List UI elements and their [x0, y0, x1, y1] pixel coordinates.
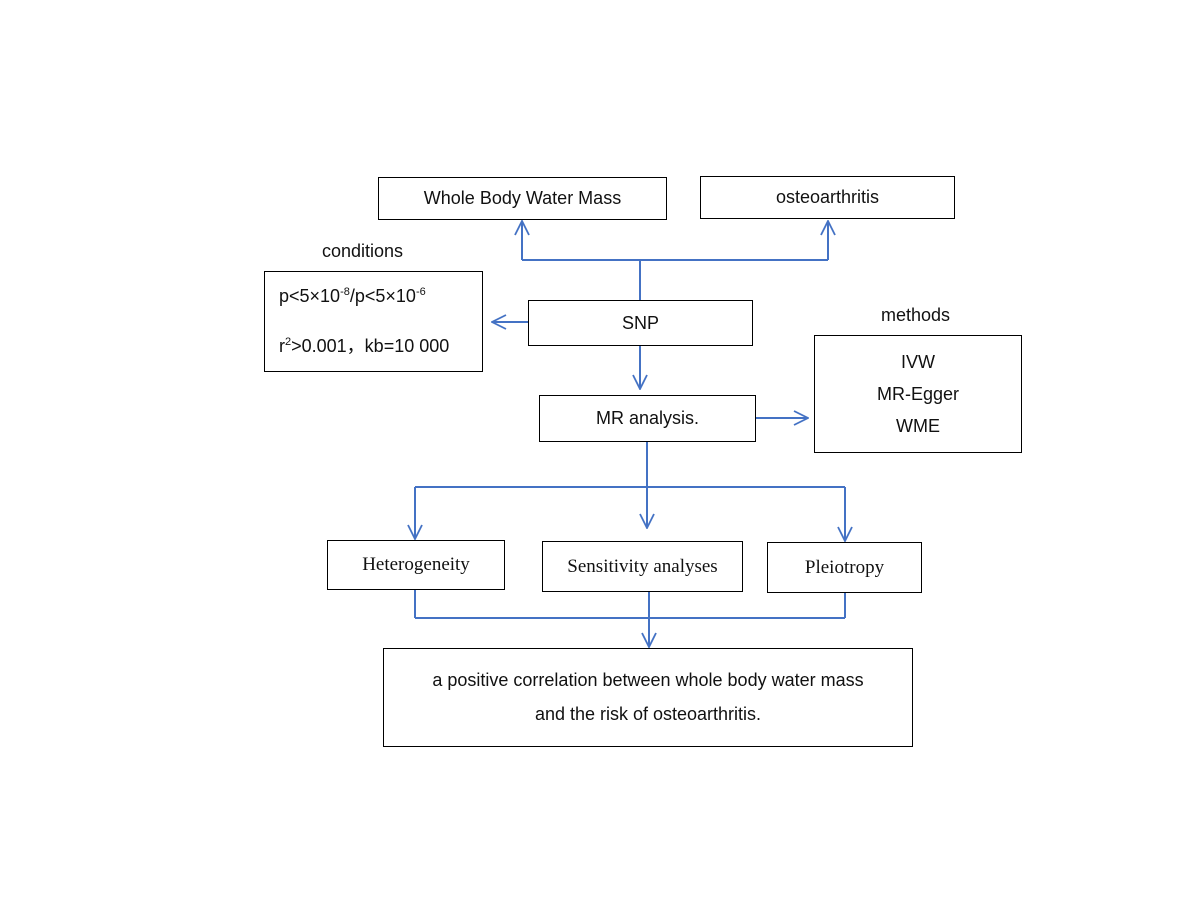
conditions-p-threshold: p<5×10-8/p<5×10-6	[279, 286, 426, 306]
conditions-box: p<5×10-8/p<5×10-6 r2>0.001，kb=10 000	[264, 271, 483, 372]
result-line-1: a positive correlation between whole bod…	[432, 669, 864, 690]
pleiotropy-label: Pleiotropy	[804, 556, 885, 578]
mr-analysis-label: MR analysis.	[595, 408, 700, 428]
result-box: a positive correlation between whole bod…	[383, 648, 913, 747]
sensitivity-box: Sensitivity analyses	[542, 541, 743, 592]
exposure-label: Whole Body Water Mass	[423, 188, 622, 208]
methods-box: IVW MR-Egger WME	[814, 335, 1022, 453]
method-ivw: IVW	[901, 352, 935, 372]
heterogeneity-box: Heterogeneity	[327, 540, 505, 590]
method-wme: WME	[896, 416, 940, 436]
conditions-r2-threshold: r2>0.001，kb=10 000	[279, 336, 450, 356]
methods-title: methods	[881, 305, 951, 325]
conditions-title: conditions	[322, 241, 404, 261]
exposure-box: Whole Body Water Mass	[378, 177, 667, 220]
method-mr-egger: MR-Egger	[876, 384, 960, 404]
pleiotropy-box: Pleiotropy	[767, 542, 922, 593]
outcome-box: osteoarthritis	[700, 176, 955, 219]
snp-box: SNP	[528, 300, 753, 346]
sensitivity-label: Sensitivity analyses	[567, 555, 718, 577]
outcome-label: osteoarthritis	[775, 187, 880, 207]
result-line-2: and the risk of osteoarthritis.	[534, 704, 762, 725]
heterogeneity-label: Heterogeneity	[362, 554, 470, 575]
mr-analysis-box: MR analysis.	[539, 395, 756, 442]
snp-label: SNP	[621, 312, 659, 333]
